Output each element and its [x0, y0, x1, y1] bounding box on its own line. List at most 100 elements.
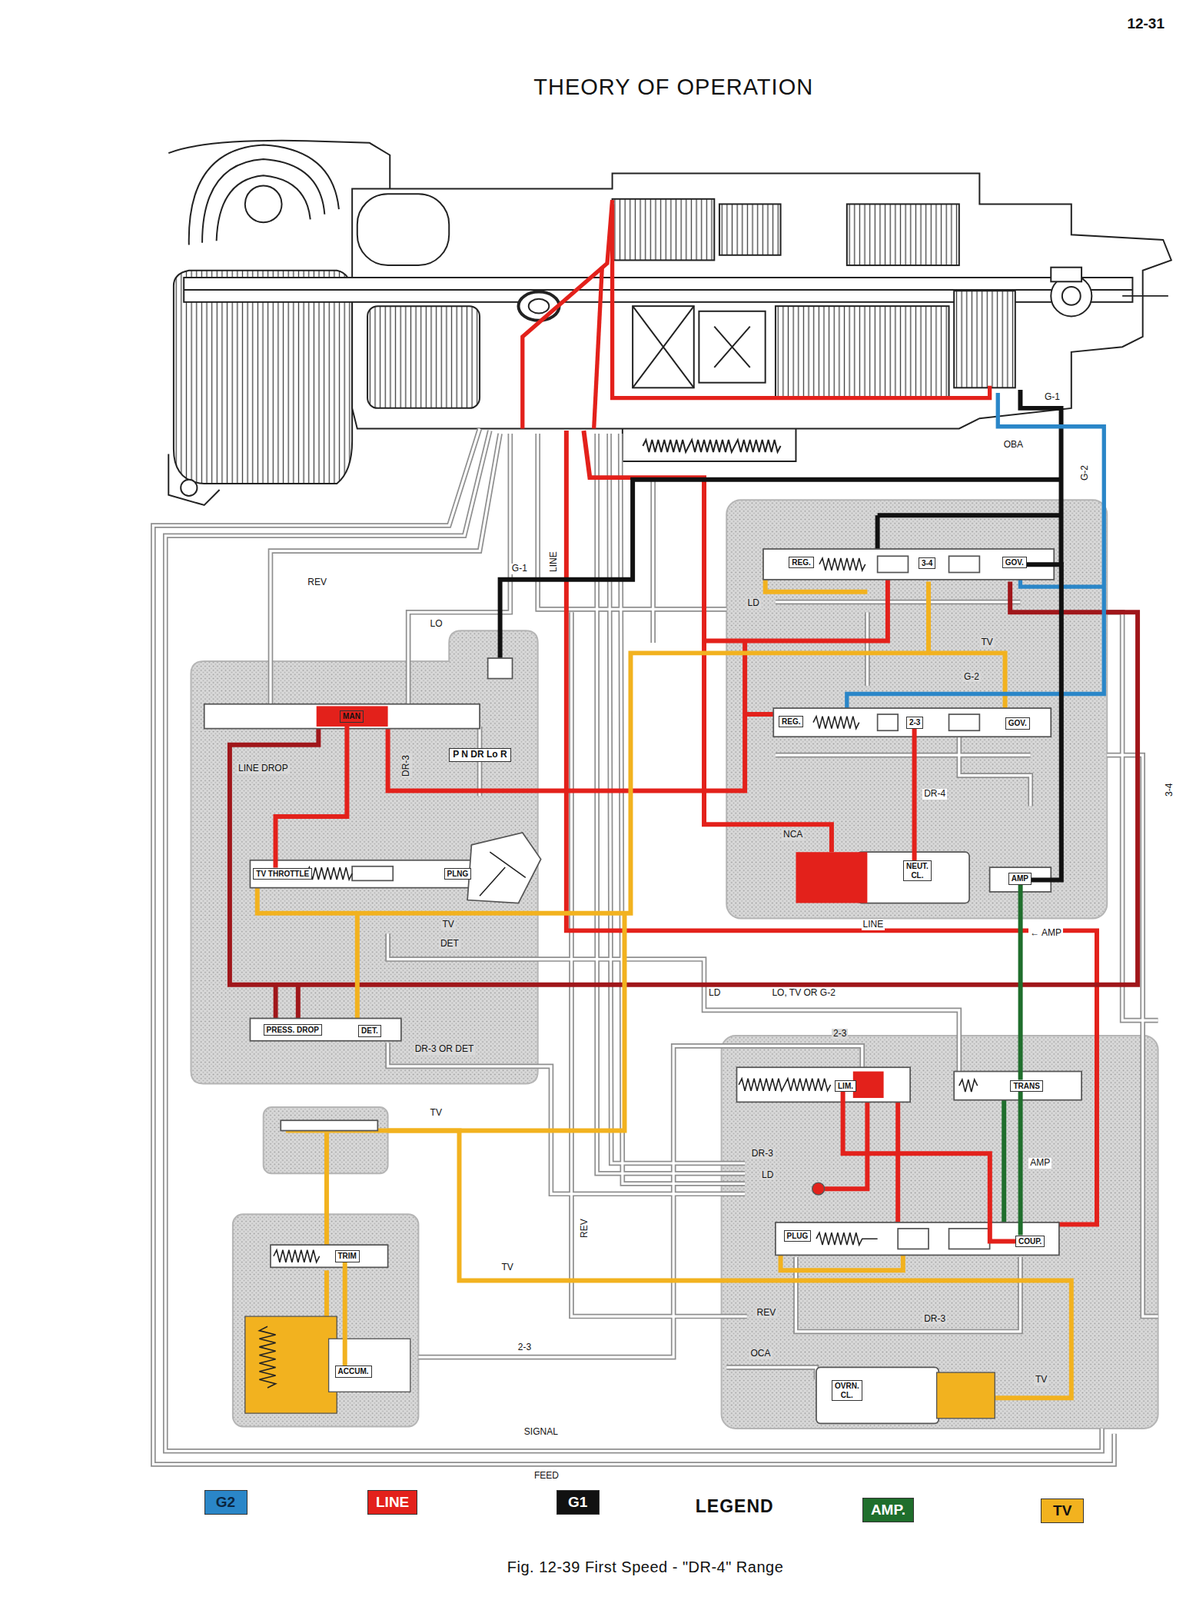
- valve-label: GOV.: [1002, 556, 1027, 569]
- valve-name: PLUG: [787, 1231, 809, 1241]
- valve-name: 3-4: [921, 558, 933, 569]
- valve-label: OVRN. CL.: [831, 1379, 863, 1401]
- passage-label: OCA: [749, 1348, 773, 1359]
- passage-label: LINE: [861, 919, 886, 931]
- passage-label: G-1: [510, 563, 529, 575]
- figure-caption: Fig. 12-39 First Speed - "DR-4" Range: [507, 1558, 785, 1576]
- passage-label: TV: [500, 1262, 515, 1273]
- valve-name: TRIM: [338, 1251, 357, 1261]
- valve-label: PRESS. DROP: [263, 1023, 323, 1037]
- valve-name: TRANS: [1013, 1081, 1040, 1091]
- valve-name: AMP: [1011, 873, 1029, 884]
- valve-label: MAN: [339, 710, 364, 723]
- legend-text: AMP.: [870, 1501, 906, 1518]
- passage-label: 2-3: [516, 1342, 533, 1353]
- legend-swatch: TV: [1040, 1498, 1084, 1523]
- passage-label: REV: [305, 577, 329, 589]
- passage-label: 3-4: [1164, 781, 1176, 798]
- valve-name: PLNG: [447, 869, 469, 879]
- valve-label: AMP: [1008, 872, 1032, 885]
- valve-label: LIM.: [834, 1079, 857, 1093]
- passage-label: REV: [579, 1216, 591, 1240]
- passage-label: P N DR Lo R: [448, 747, 511, 762]
- valve-name: TV THROTTLE: [255, 869, 309, 879]
- valve-name: REG.: [781, 717, 801, 727]
- passage-label: LD: [746, 598, 761, 609]
- passage-connector: [912, 728, 917, 861]
- passage-label: LD: [760, 1169, 775, 1181]
- passage-label: TV: [1033, 1374, 1049, 1386]
- valve-name: MAN: [342, 711, 361, 721]
- passage-label: FEED: [532, 1470, 561, 1482]
- passage-label: G-2: [1079, 463, 1091, 482]
- valve-label: TRIM: [335, 1249, 360, 1263]
- legend-text: LINE: [375, 1493, 409, 1510]
- valve-name: REG.: [791, 558, 811, 568]
- passage-label: TV: [428, 1107, 444, 1119]
- passage-connector: [275, 722, 348, 868]
- valve-label: TRANS: [1009, 1079, 1043, 1093]
- valve-label: PLUG: [784, 1229, 812, 1243]
- passage-connector: [843, 1091, 1016, 1241]
- legend-swatch: G2: [204, 1489, 248, 1515]
- passage-connector: [1018, 884, 1024, 1080]
- passage-connector: [1018, 1091, 1024, 1235]
- valve-name: GOV.: [1008, 718, 1027, 728]
- passage-label: TV: [980, 637, 995, 648]
- page-title: THEORY OF OPERATION: [533, 74, 814, 100]
- valve-label: ACCUM.: [335, 1365, 373, 1378]
- valve-label: 2-3: [906, 716, 924, 729]
- passage-label: TV: [441, 919, 456, 931]
- valve-name: COUP.: [1018, 1236, 1042, 1246]
- valve-name: DET.: [361, 1026, 379, 1036]
- valve-label: 3-4: [918, 557, 936, 570]
- passage-label: LO, TV OR G-2: [770, 987, 837, 999]
- passage-label: NCA: [781, 829, 804, 841]
- legend-text: G2: [215, 1493, 236, 1510]
- passage-label: DR-3: [922, 1313, 947, 1325]
- valve-name: NEUT. CL.: [906, 861, 929, 880]
- legend-text: TV: [1053, 1501, 1072, 1519]
- legend-swatch: AMP.: [862, 1497, 914, 1522]
- passage-label: LINE DROP: [236, 763, 290, 775]
- valve-label: NEUT. CL.: [903, 860, 932, 881]
- valve-label: DET.: [358, 1024, 382, 1037]
- legend-swatch: LINE: [367, 1489, 418, 1515]
- valve-label: TV THROTTLE: [252, 867, 313, 881]
- passage-label: REV: [755, 1307, 778, 1319]
- legend-heading: LEGEND: [694, 1495, 776, 1517]
- passage-label: DR-3: [401, 753, 412, 778]
- valve-name: 2-3: [909, 717, 921, 728]
- passage-label: 2-3: [831, 1028, 848, 1040]
- passage-connector: [1026, 564, 1062, 880]
- passage-label: DR-3 OR DET: [413, 1043, 476, 1055]
- legend-text: G1: [568, 1493, 588, 1510]
- valve-name: ACCUM.: [338, 1366, 369, 1376]
- passage-label: OBA: [1002, 439, 1025, 451]
- passage-label: LO: [428, 618, 445, 630]
- passage-label: DR-4: [922, 788, 947, 800]
- valve-name: OVRN. CL.: [834, 1381, 860, 1399]
- passage-label: AMP: [1028, 1157, 1052, 1169]
- valve-label: COUP.: [1015, 1235, 1045, 1248]
- page-number: 12-31: [1125, 15, 1167, 33]
- valve-label: GOV.: [1005, 717, 1030, 730]
- passage-label: ← AMP: [1028, 927, 1064, 939]
- valve-label: REG.: [778, 715, 804, 728]
- passage-label: LINE: [548, 549, 560, 574]
- passage-label: LD: [707, 987, 722, 999]
- legend-swatch: G1: [556, 1489, 600, 1515]
- valve-label: PLNG: [444, 867, 472, 881]
- passage-label: DR-3: [750, 1148, 775, 1160]
- valve-name: GOV.: [1005, 558, 1024, 568]
- valve-label: REG.: [788, 556, 814, 569]
- valve-name: LIM.: [837, 1081, 854, 1091]
- passage-label: G-2: [962, 671, 981, 683]
- passage-label: DET: [438, 938, 461, 950]
- passage-connector: [342, 1262, 348, 1366]
- valve-name: PRESS. DROP: [266, 1025, 319, 1035]
- passage-label: SIGNAL: [522, 1426, 560, 1438]
